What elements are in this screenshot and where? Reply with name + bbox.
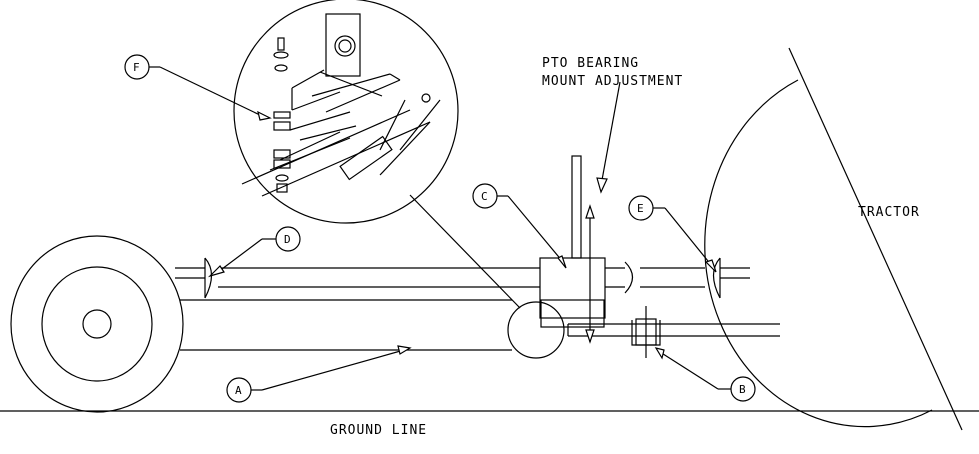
pto-bearing-block — [539, 155, 606, 342]
svg-text:A: A — [235, 384, 242, 397]
hitch-clamp-b — [631, 306, 661, 358]
detail-zoom-circle — [507, 301, 565, 359]
callout-a: A — [226, 345, 412, 403]
callout-d: D — [207, 226, 301, 278]
pto-label-line1: PTO BEARING — [542, 56, 639, 71]
detail-view-f — [233, 0, 459, 224]
frame-a — [180, 299, 780, 351]
callout-e: E — [628, 195, 717, 273]
svg-text:C: C — [481, 190, 488, 203]
implement-wheel-inner — [41, 266, 153, 382]
tractor-wheel — [704, 79, 933, 428]
callout-f: F — [124, 54, 272, 121]
adjustment-arrows — [585, 81, 621, 344]
pto-label-line2: MOUNT ADJUSTMENT — [542, 74, 683, 89]
tractor-label: TRACTOR — [858, 205, 920, 220]
svg-text:D: D — [284, 233, 291, 246]
implement-wheel-outer — [10, 235, 184, 413]
detail-leader-line — [409, 194, 521, 309]
tractor-edge-line — [788, 47, 963, 431]
svg-text:F: F — [133, 61, 140, 74]
ground-line-label: GROUND LINE — [330, 423, 427, 438]
svg-text:B: B — [739, 383, 746, 396]
callout-c: C — [472, 183, 567, 269]
svg-text:E: E — [637, 202, 644, 215]
implement-wheel-hub — [82, 309, 112, 339]
pto-shaft — [175, 257, 750, 299]
callout-b: B — [654, 347, 756, 402]
